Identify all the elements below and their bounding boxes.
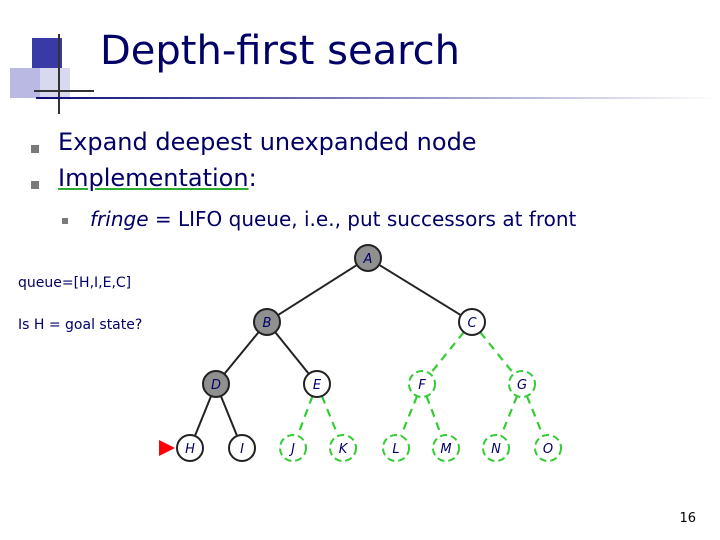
tree-node-label: L — [392, 442, 399, 457]
tree-node-circle — [534, 434, 562, 462]
bullet-marker — [31, 181, 39, 189]
tree-node-i: I — [228, 434, 256, 462]
tree-edge-a-c — [378, 263, 462, 317]
tree-node-circle — [253, 308, 281, 336]
tree-node-label: D — [211, 378, 221, 393]
queue-state-text: queue=[H,I,E,C] — [18, 275, 132, 291]
tree-node-c: C — [458, 308, 486, 336]
tree-node-f: F — [408, 370, 436, 398]
tree-node-label: A — [363, 252, 373, 267]
tree-edge-d-h — [193, 395, 213, 437]
tree-node-b: B — [253, 308, 281, 336]
tree-node-e: E — [303, 370, 331, 398]
tree-node-circle — [508, 370, 536, 398]
tree-node-k: K — [329, 434, 357, 462]
tree-node-circle — [176, 434, 204, 462]
tree-edge-b-e — [274, 331, 310, 375]
implementation-colon: : — [248, 164, 257, 192]
tree-node-h: H — [176, 434, 204, 462]
tree-node-circle — [458, 308, 486, 336]
tree-node-label: C — [467, 316, 477, 331]
tree-node-circle — [408, 370, 436, 398]
tree-node-circle — [354, 244, 382, 272]
tree-edge-c-f — [429, 331, 465, 375]
tree-node-circle — [228, 434, 256, 462]
tree-node-label: I — [240, 442, 244, 457]
tree-node-label: B — [263, 316, 272, 331]
implementation-word: Implementation — [58, 164, 249, 192]
tree-node-label: K — [339, 442, 349, 457]
title-decoration — [0, 0, 100, 114]
tree-edge-e-j — [296, 395, 314, 437]
tree-node-label: J — [288, 442, 295, 457]
title-underline — [36, 97, 720, 99]
fringe-term: fringe — [90, 207, 149, 231]
tree-node-label: O — [543, 442, 553, 457]
tree-node-label: H — [185, 442, 195, 457]
tree-edge-g-n — [499, 395, 519, 437]
bullet-implementation: Implementation: — [58, 164, 257, 192]
tree-node-label: M — [440, 442, 451, 457]
tree-node-circle — [382, 434, 410, 462]
tree-edge-c-g — [479, 331, 515, 375]
tree-edge-b-d — [223, 331, 260, 375]
tree-edge-d-i — [219, 395, 239, 437]
tree-node-circle — [202, 370, 230, 398]
search-tree: A B C D E F G H I J K L M N O — [159, 244, 562, 462]
tree-node-circle — [432, 434, 460, 462]
slide-title: Depth-first search — [100, 28, 461, 74]
tree-node-d: D — [202, 370, 230, 398]
tree-edge-a-b — [277, 264, 358, 316]
tree-node-label: E — [313, 378, 322, 393]
tree-node-m: M — [432, 434, 460, 462]
tree-node-label: N — [491, 442, 501, 457]
tree-node-g: G — [508, 370, 536, 398]
bullet-marker — [31, 145, 39, 153]
tree-edge-f-l — [399, 395, 419, 437]
sub-bullet-marker — [62, 218, 68, 224]
tree-node-label: G — [517, 378, 527, 393]
tree-edge-e-k — [320, 395, 340, 437]
tree-node-circle — [303, 370, 331, 398]
tree-node-circle — [482, 434, 510, 462]
tree-edge-f-m — [425, 395, 443, 437]
goal-question-text: Is H = goal state? — [18, 317, 143, 333]
tree-node-label: F — [418, 378, 426, 393]
tree-node-l: L — [382, 434, 410, 462]
current-node-pointer-icon — [159, 440, 175, 456]
tree-node-circle — [329, 434, 357, 462]
bullet-expand: Expand deepest unexpanded node — [58, 128, 477, 156]
tree-node-j: J — [279, 434, 307, 462]
tree-node-circle — [279, 434, 307, 462]
sub-bullet-fringe: fringe = LIFO queue, i.e., put successor… — [90, 207, 576, 231]
tree-node-n: N — [482, 434, 510, 462]
tree-node-a: A — [354, 244, 382, 272]
tree-node-o: O — [534, 434, 562, 462]
tree-edge-g-o — [525, 395, 545, 437]
page-number: 16 — [679, 511, 696, 526]
fringe-definition: = LIFO queue, i.e., put successors at fr… — [148, 207, 577, 231]
